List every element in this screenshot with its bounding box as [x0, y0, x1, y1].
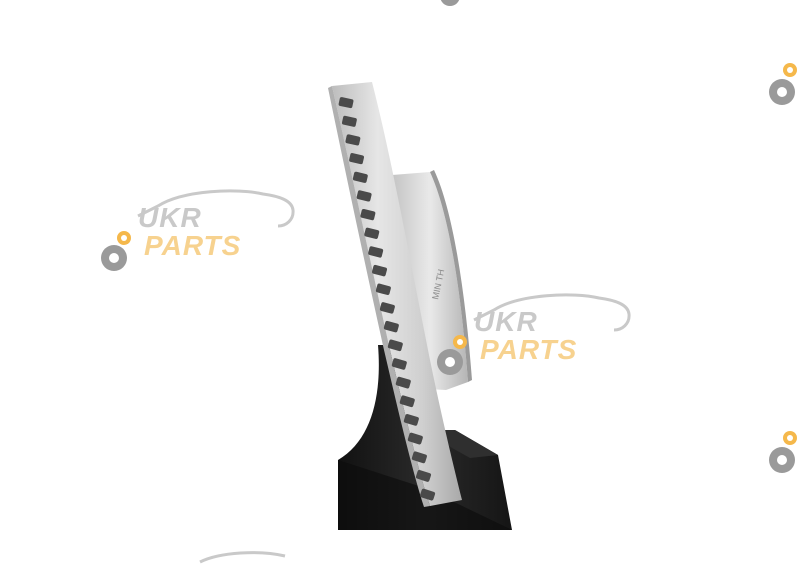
disc-vent — [345, 134, 361, 146]
disc-vent — [399, 395, 415, 408]
disc-vent — [415, 469, 432, 482]
disc-body — [328, 82, 462, 507]
disc-vent — [364, 227, 380, 239]
disc-vent — [349, 153, 365, 165]
disc-vent — [411, 451, 427, 464]
disc-vent — [403, 414, 419, 426]
disc-vent — [407, 432, 423, 445]
disc-vent — [375, 283, 391, 295]
disc-vent — [383, 320, 399, 333]
disc-vent — [391, 358, 407, 370]
gear-icon — [440, 0, 460, 6]
disc-vent — [387, 339, 403, 352]
disc-vent — [338, 97, 354, 109]
disc-vent — [395, 376, 411, 389]
disc-vent — [420, 488, 436, 501]
disc-vent — [372, 264, 388, 277]
disc-vent — [352, 171, 368, 183]
disc-vent — [368, 246, 384, 258]
disc-vent — [341, 115, 357, 127]
disc-vent — [356, 190, 372, 202]
disc-vent — [379, 302, 395, 314]
disc-vent — [360, 208, 376, 221]
